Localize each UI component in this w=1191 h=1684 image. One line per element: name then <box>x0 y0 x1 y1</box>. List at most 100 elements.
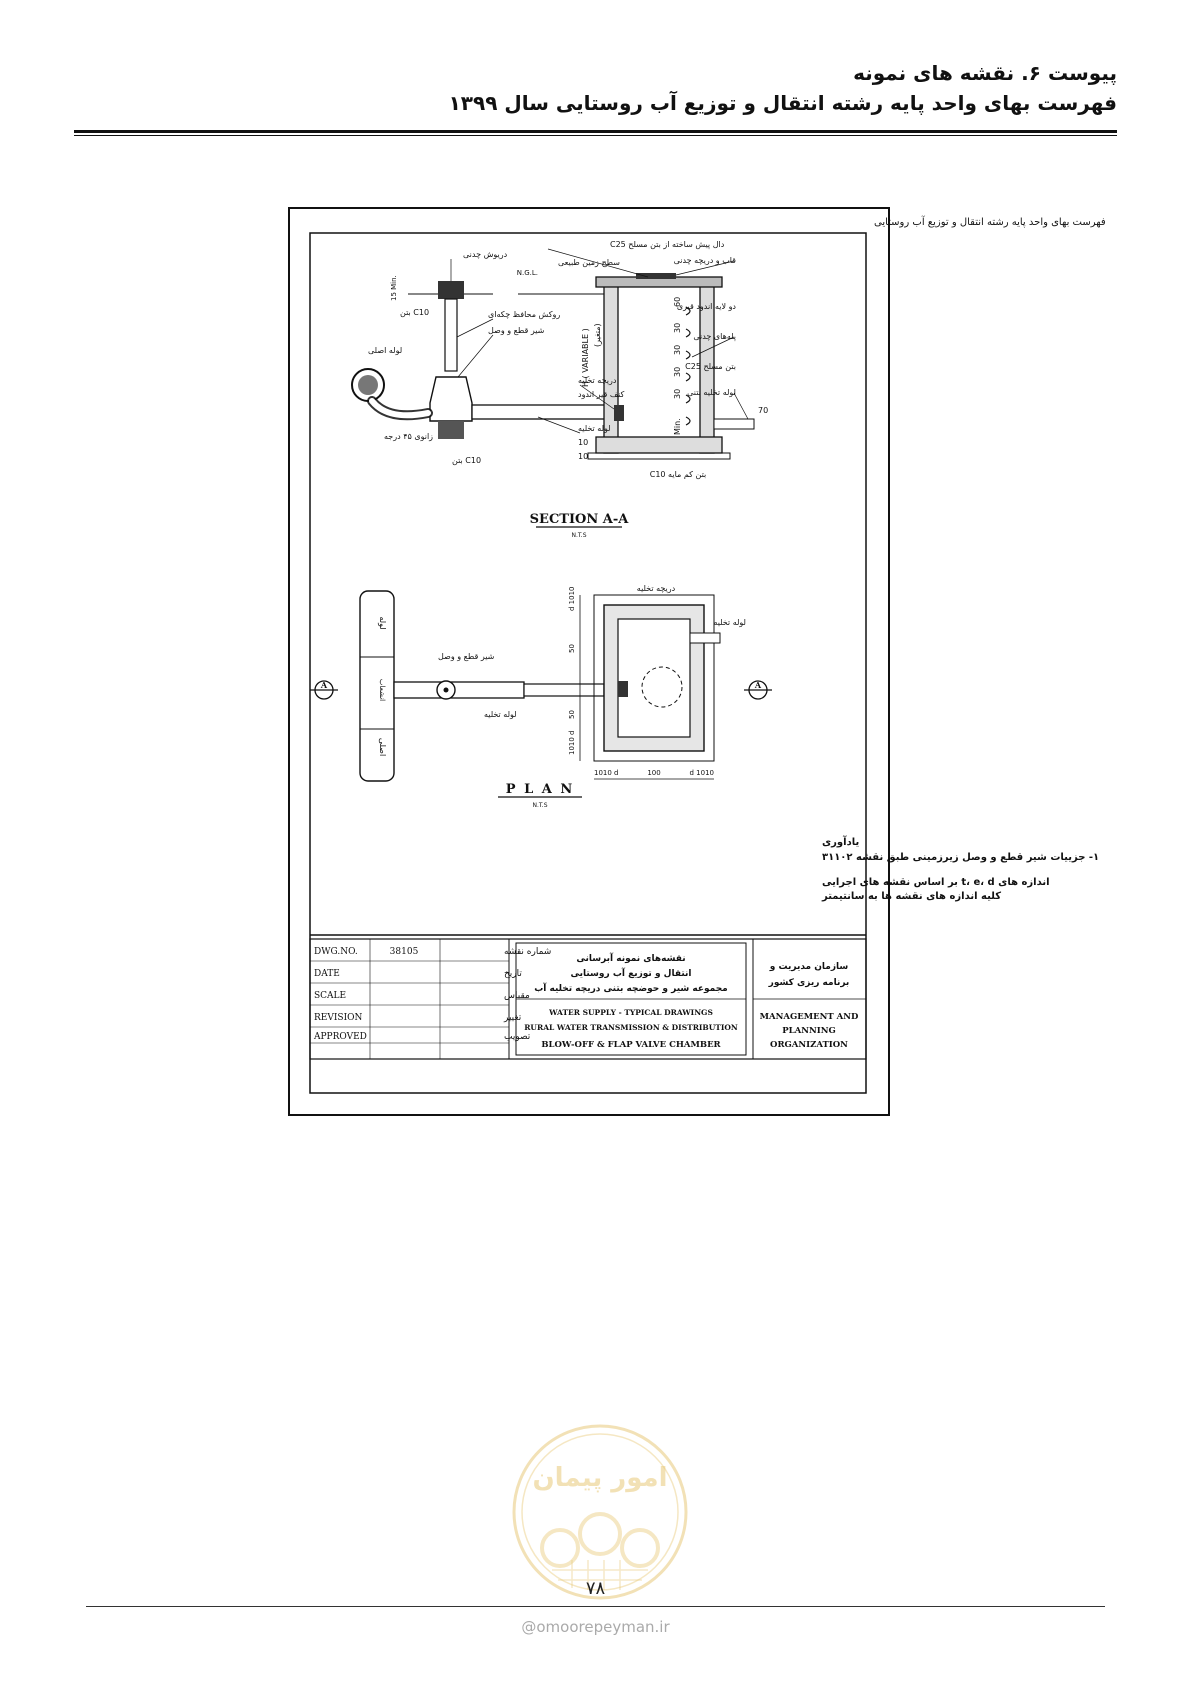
step-30-b: 30 <box>673 345 682 355</box>
label-concrete-c1: بتن C10 <box>400 308 429 317</box>
dim-10-b: 10 <box>578 452 588 461</box>
tb-fa-0: شماره نقشه <box>504 947 551 957</box>
tb-org-fa-2: برنامه ریزی کشور <box>768 978 850 988</box>
watermark-text: امور پیمان <box>532 1463 667 1493</box>
tb-fa-2: مقیاس <box>504 991 530 1001</box>
plan-chamber-inner <box>617 618 691 738</box>
title-block: DWG.NO. 38105 شماره نقشه DATE تاریخ SCAL… <box>309 934 867 1060</box>
tb-fa-title-3: مجموعه شیر و حوضچه بتنی دریچه تخلیه آب <box>534 982 728 994</box>
label-cast-steps: پله‌های چدنی <box>693 332 736 341</box>
tb-en-2: SCALE <box>314 991 346 1001</box>
tb-org-en-1: MANAGEMENT AND <box>760 1012 859 1022</box>
plan-dim-v100a: d 1010 <box>568 587 576 611</box>
plan-dim-d100r: d 1010 <box>690 769 714 777</box>
notes-title: یادآوری <box>822 835 859 848</box>
plan-excavation <box>593 594 715 762</box>
plan-label-branch: انشعاب <box>378 679 386 701</box>
plan-flap-valve <box>618 681 628 697</box>
header-line-2: فهرست بهای واحد پایه رشته انتقال و توزیع… <box>448 91 1117 115</box>
notes: یادآوری ۱- جزییات شیر قطع و وصل زیرزمینی… <box>821 835 1099 902</box>
plan-main-pipe <box>359 590 395 782</box>
plan-label-main-b: اصلی <box>378 738 387 756</box>
tb-en-title-3: BLOW-OFF & FLAP VALVE CHAMBER <box>541 1040 721 1050</box>
tb-en-title-1: WATER SUPPLY - TYPICAL DRAWINGS <box>548 1008 713 1017</box>
sheet-title: فهرست بهای واحد پایه رشته انتقال و توزیع… <box>874 215 1106 228</box>
plan-label-drain-right: لوله تخلیه <box>713 618 746 627</box>
website-text: omoorepeyman.ir <box>536 1618 670 1636</box>
watermark-gear-right-icon <box>620 1528 660 1568</box>
at-icon: @ <box>521 1618 537 1636</box>
label-galvanized-pipe: دو لایه اندود قیری <box>677 302 737 311</box>
arrow-right-label: A <box>754 680 762 690</box>
watermark-svg: امور پیمان <box>512 1424 688 1600</box>
plan-label-gate-valve: شیر قطع و وصل <box>438 652 495 661</box>
plan-dim-v100b: 1010 d <box>568 731 576 755</box>
dim-min: Min. <box>673 418 682 435</box>
sheet-inner-border <box>309 232 867 1094</box>
note-3: کلیه اندازه های نقشه ها به سانتیمتر <box>821 891 1001 902</box>
dim-10-a: 10 <box>578 438 588 447</box>
plan-dim-v50b: 50 <box>568 710 576 719</box>
gate-valve-body <box>429 376 473 422</box>
label-valve-box-cover: دریوش چدنی <box>463 250 508 259</box>
footer-rule <box>86 1606 1105 1607</box>
tb-en-3: REVISION <box>314 1013 363 1023</box>
tb-org-fa-1: سازمان مدیریت و <box>769 962 849 972</box>
page-number: ۷۸ <box>585 1578 606 1599</box>
note-1: ۱- جزییات شیر قطع و وصل زیرزمینی طبق نقش… <box>822 852 1099 863</box>
tb-en-1: DATE <box>314 969 340 979</box>
label-ngl-fa: سطح زمین طبیعی <box>558 258 620 267</box>
label-main-pipe: لوله اصلی <box>368 346 402 355</box>
plan-dim-w100: 100 <box>647 769 660 777</box>
label-frame-cover: قاب و دریچه چدنی <box>674 256 737 265</box>
plan-title: P L A N <box>506 782 574 797</box>
footer-website: @omoorepeyman.ir <box>0 1618 1191 1636</box>
outlet-pipe <box>713 418 755 430</box>
page-header: پیوست ۶. نقشه های نمونه فهرست بهای واحد … <box>449 58 1117 118</box>
plan-label-main-a: لوله <box>378 616 387 629</box>
valve-thrust-block <box>438 421 464 439</box>
step-30-c: 30 <box>673 367 682 377</box>
tb-org-en-3: ORGANIZATION <box>770 1040 848 1050</box>
tb-en-title-2: RURAL WATER TRANSMISSION & DISTRIBUTION <box>524 1023 738 1032</box>
valve-riser <box>444 298 458 372</box>
label-protective-casing: روکش محافظ چکه‌ای <box>488 310 560 319</box>
plan-view: A A شیر قطع و وصل لوله تخلیه دریچه تخلیه… <box>310 584 772 809</box>
tb-fa-1: تاریخ <box>504 969 522 979</box>
plan-branch-pipe <box>393 681 525 699</box>
tb-fa-title-2: انتقال و توزیع آب روستایی <box>571 967 692 979</box>
arrow-left-label: A <box>320 680 328 690</box>
dim-60: 60 <box>673 297 682 307</box>
label-flap-valve: دریچه تخلیه <box>578 376 617 385</box>
label-concrete-c2: بتن C10 <box>452 456 481 465</box>
dim-70: 70 <box>758 406 768 415</box>
tb-val-0: 38105 <box>390 947 419 957</box>
section-scale: N.T.S <box>571 532 586 539</box>
label-lean-concrete: بتن کم مایه C10 <box>650 470 707 479</box>
watermark-logo: امور پیمان <box>508 1420 692 1604</box>
plan-drain-pipe <box>523 683 605 697</box>
plan-label-drain-pipe: لوله تخلیه <box>484 710 517 719</box>
label-drain-pipe: لوله تخلیه <box>578 424 611 433</box>
drain-pipe-section <box>471 404 613 420</box>
plan-cover-opening <box>641 666 683 708</box>
chamber-base <box>595 436 723 454</box>
label-outlet-pipe: لوله تخلیه بتنی <box>687 388 736 397</box>
valve-box-cover <box>438 281 464 299</box>
plan-gate-valve-stem <box>443 687 449 693</box>
label-elbow-45: زانوی ۴۵ درجه <box>384 432 433 441</box>
drawing-sheet: فهرست بهای واحد پایه رشته انتقال و توزیع… <box>288 207 1106 1116</box>
plan-label-flap-valve: دریچه تخلیه <box>637 584 676 593</box>
elbow-45-inner <box>369 398 431 419</box>
plan-dim-d100: 1010 d <box>594 769 618 777</box>
frame-cover <box>636 273 676 279</box>
lean-concrete <box>587 452 731 460</box>
dim-15-left: 15 Min. <box>390 275 398 301</box>
watermark-gear-left-icon <box>540 1528 580 1568</box>
section-arrow-right: A <box>744 680 772 700</box>
tb-org-en-2: PLANNING <box>782 1026 836 1036</box>
watermark-gear-center-icon <box>578 1512 622 1556</box>
variable-h: H ( VARIABLE ) <box>581 328 590 387</box>
header-rule-thin <box>74 135 1117 136</box>
main-pipe-core <box>358 375 378 395</box>
